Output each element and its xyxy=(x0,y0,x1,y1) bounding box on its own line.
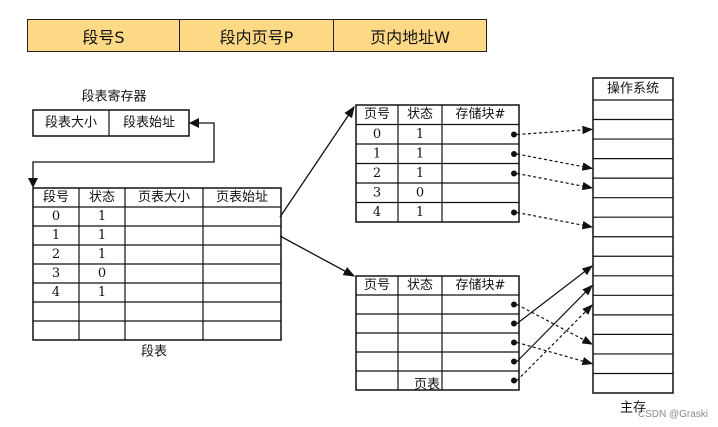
pagetable1-cell: 1 xyxy=(373,146,381,161)
segment-number-field: 段号S xyxy=(28,20,180,51)
pagetable2-map-arrow xyxy=(516,341,594,366)
segtable-header: 段号 xyxy=(43,190,69,205)
pagetable1-header: 页号 xyxy=(364,107,390,122)
segtable-cell: 2 xyxy=(52,247,60,262)
pagetable2-header: 存储块# xyxy=(456,278,506,293)
memory-os-label: 操作系统 xyxy=(607,81,659,97)
segtable-cell: 1 xyxy=(98,285,106,300)
logical-address-format: 段号S 段内页号P 页内地址W xyxy=(27,19,487,52)
register-cell-start: 段表始址 xyxy=(123,116,175,131)
segtable-header: 页表始址 xyxy=(216,190,268,205)
pagetable-caption: 页表 xyxy=(414,378,440,393)
register-title: 段表寄存器 xyxy=(81,89,146,105)
memory-border xyxy=(592,77,674,394)
register-cell-size: 段表大小 xyxy=(45,116,97,131)
pagetable2-map-arrow xyxy=(516,284,593,362)
segtable-header: 页表大小 xyxy=(138,190,190,205)
pagetable1-cell: 4 xyxy=(373,205,381,220)
register-arrowhead xyxy=(189,118,199,128)
segtable-cell: 0 xyxy=(52,209,60,224)
pagetable2-map-arrow-dot xyxy=(511,339,517,346)
pagetable2-map-arrow-dot xyxy=(511,301,517,308)
pagetable2-map-arrow xyxy=(516,265,593,324)
pagetable1-cell: 1 xyxy=(416,127,424,142)
segtable-cell: 1 xyxy=(98,247,106,262)
segment-table: 段号 状态 页表大小 页表始址 0 1 1 1 2 1 3 0 4 1 段表 xyxy=(32,187,282,360)
pagetable2-map-arrow-dot xyxy=(511,377,517,384)
page-table-2: 页号 状态 存储块# 页表 xyxy=(355,275,520,393)
segtable-cell: 3 xyxy=(52,266,60,281)
pagetable1-map-arrow xyxy=(516,125,594,136)
pagetable1-map-arrow-dot xyxy=(511,170,517,177)
register-arrowhead xyxy=(28,178,38,188)
pagetable1-map-arrow xyxy=(516,153,594,171)
segtable-header: 状态 xyxy=(89,190,115,205)
offset-field: 页内地址W xyxy=(370,27,450,47)
segtable-to-pagetable1-arrow xyxy=(279,105,355,218)
pagetable1-map-arrow xyxy=(516,211,594,230)
segtable-cell: 0 xyxy=(98,266,106,281)
pagetable1-map-arrow-dot xyxy=(511,131,517,138)
pagetable2-map-arrow-dot xyxy=(511,358,517,365)
pagetable1-cell: 2 xyxy=(373,166,381,181)
memory-caption: 主存 xyxy=(620,401,646,416)
register-to-segtable-arrow xyxy=(32,122,215,182)
page-table-1: 页号 状态 存储块# 0 1 1 1 2 1 3 0 4 1 xyxy=(355,104,520,223)
segtable-cell: 1 xyxy=(98,228,106,243)
segtable-cell: 4 xyxy=(52,285,60,300)
pagetable2-header: 页号 xyxy=(364,278,390,293)
segtable-to-pagetable2-arrow xyxy=(279,235,356,277)
pagetable1-cell: 0 xyxy=(373,127,381,142)
pagetable1-header: 存储块# xyxy=(456,107,506,122)
pagetable1-header: 状态 xyxy=(407,107,433,122)
pagetable2-header: 状态 xyxy=(407,278,433,293)
pagetable1-map-arrow-dot xyxy=(511,151,517,157)
segtable-cell: 1 xyxy=(52,228,60,243)
pagetable2-map-arrow-dot xyxy=(511,320,517,327)
pagetable1-cell: 1 xyxy=(416,166,424,181)
watermark: CSDN @Graski xyxy=(637,409,708,420)
segtable-caption: 段表 xyxy=(141,345,167,360)
pagetable1-map-arrow xyxy=(516,172,594,191)
segtable-cell: 1 xyxy=(98,209,106,224)
pagetable1-map-arrow-dot xyxy=(511,209,517,216)
mapping-arrows xyxy=(28,105,594,384)
pagetable1-cell: 3 xyxy=(373,185,381,200)
pagetable1-cell: 1 xyxy=(416,146,424,161)
pagetable2-map-arrow xyxy=(516,304,593,381)
pagetable1-cell: 0 xyxy=(416,185,424,200)
page-number-field: 段内页号P xyxy=(180,20,334,51)
pagetable1-cell: 1 xyxy=(416,205,424,220)
